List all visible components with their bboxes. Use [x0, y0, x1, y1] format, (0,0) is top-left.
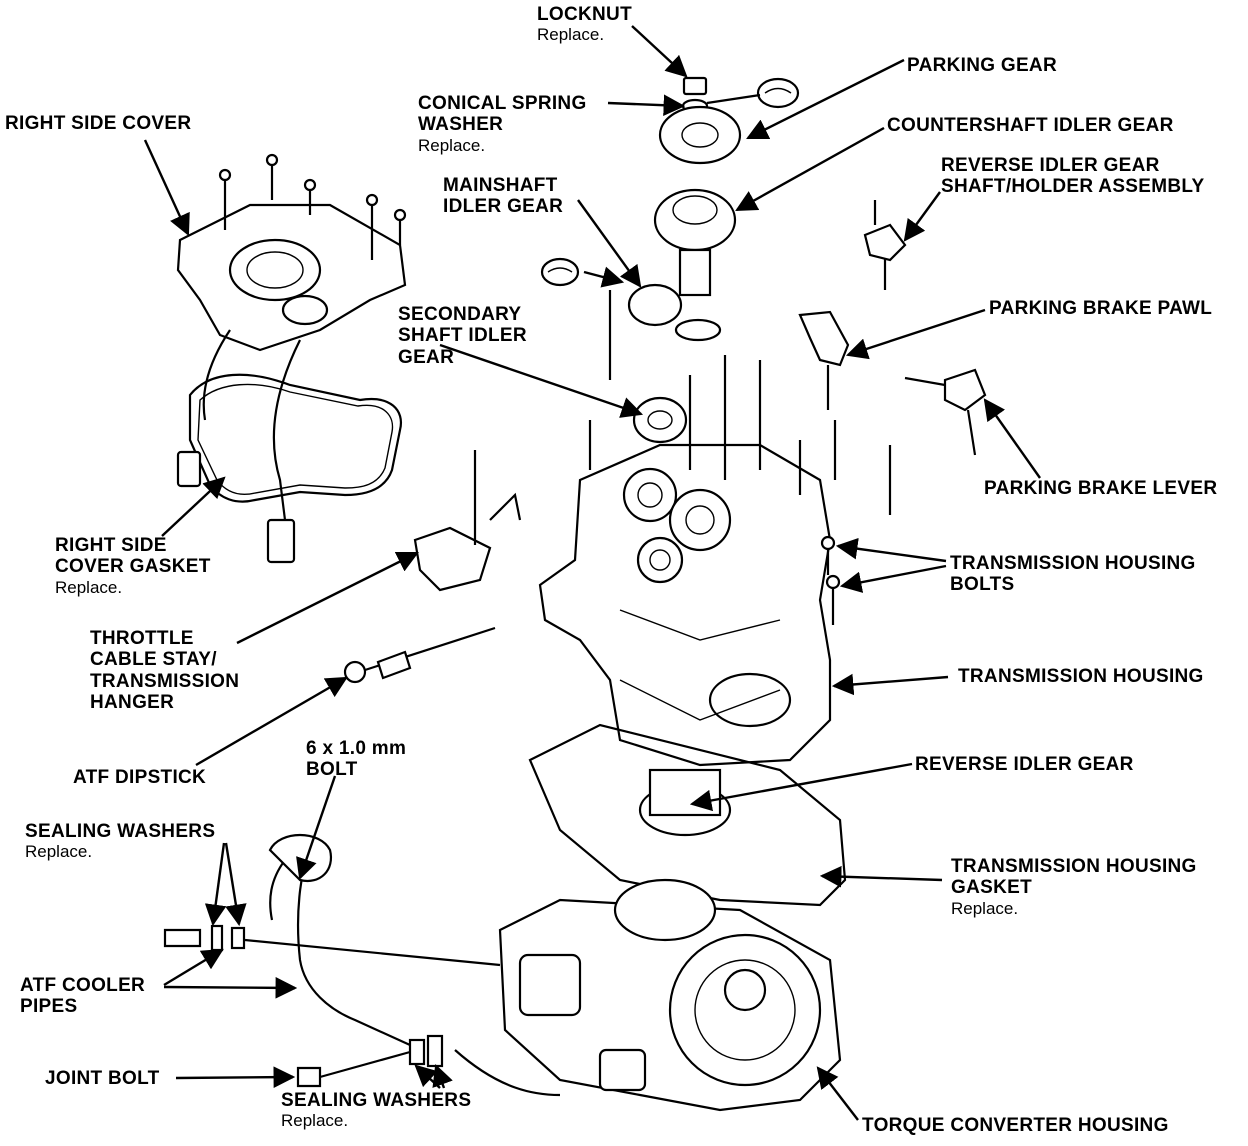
- mainshaft-idler-gear-title: MAINSHAFT: [443, 175, 558, 196]
- throttle-cable-stay-title: THROTTLE: [90, 628, 194, 649]
- conical-spring-washer-title-2: WASHER: [418, 114, 504, 136]
- label-parking-brake-lever: PARKING BRAKE LEVER: [984, 478, 1217, 499]
- throttle-cable-stay: [413, 450, 522, 592]
- label-right-side-cover-gasket: RIGHT SIDE COVER GASKET Replace.: [55, 535, 211, 597]
- transmission-housing-title: TRANSMISSION HOUSING: [958, 666, 1204, 687]
- transmission-housing: [538, 443, 832, 767]
- reverse-idler-gear-shaft-holder: [863, 200, 907, 290]
- right-side-cover: [176, 153, 407, 564]
- conical-spring-washer-note: Replace.: [418, 135, 486, 155]
- throttle-cable-stay-title-4: HANGER: [90, 691, 175, 713]
- mainshaft-idler-gear: [540, 257, 722, 342]
- joint-bolt: [296, 1050, 411, 1088]
- label-joint-bolt: JOINT BOLT: [45, 1068, 160, 1089]
- label-locknut: LOCKNUT Replace.: [537, 4, 632, 44]
- sealing-washers-bottom-title: SEALING WASHERS: [281, 1090, 472, 1111]
- parking-gear-title: PARKING GEAR: [907, 55, 1057, 76]
- atf-dipstick-title: ATF DIPSTICK: [73, 767, 207, 788]
- label-countershaft-idler-gear: COUNTERSHAFT IDLER GEAR: [887, 115, 1174, 136]
- secondary-shaft-idler-gear-title-3: GEAR: [398, 346, 455, 368]
- throttle-cable-stay-title-3: TRANSMISSION: [90, 670, 240, 692]
- locknut-note: Replace.: [537, 25, 605, 45]
- label-right-side-cover: RIGHT SIDE COVER: [5, 113, 191, 134]
- transmission-housing-gasket-title: TRANSMISSION HOUSING: [951, 856, 1197, 877]
- reverse-idler-gear-shaft-title: REVERSE IDLER GEAR: [941, 155, 1160, 176]
- mainshaft-idler-gear-title-2: IDLER GEAR: [443, 196, 564, 218]
- conical-spring-washer-title: CONICAL SPRING: [418, 93, 587, 114]
- parking-brake-pawl: [798, 310, 850, 480]
- secondary-shaft-idler-gear-title-2: SHAFT IDLER: [398, 325, 527, 347]
- parking-brake-lever: [888, 368, 987, 515]
- label-sealing-washers-bottom: SEALING WASHERS Replace.: [281, 1090, 471, 1130]
- joint-bolt-title: JOINT BOLT: [45, 1068, 160, 1089]
- right-side-cover-gasket-note: Replace.: [55, 577, 123, 597]
- transmission-housing-bolts: [820, 535, 841, 625]
- label-atf-dipstick: ATF DIPSTICK: [73, 767, 206, 788]
- locknut-title: LOCKNUT: [537, 4, 632, 25]
- right-side-cover-title: RIGHT SIDE COVER: [5, 113, 192, 134]
- label-secondary-shaft-idler-gear: SECONDARY SHAFT IDLER GEAR: [398, 304, 527, 368]
- label-conical-spring-washer: CONICAL SPRING WASHER Replace.: [418, 93, 587, 155]
- label-parking-brake-pawl: PARKING BRAKE PAWL: [989, 298, 1212, 319]
- parking-gear: [658, 105, 742, 165]
- transmission-housing-gasket: [528, 723, 847, 907]
- label-transmission-housing-bolts: TRANSMISSION HOUSING BOLTS: [950, 553, 1196, 596]
- label-mainshaft-idler-gear: MAINSHAFT IDLER GEAR: [443, 175, 563, 218]
- atf-dipstick: [343, 626, 496, 684]
- atf-cooler-pipes-title: ATF COOLER: [20, 975, 146, 996]
- transmission-housing-bolts-title: TRANSMISSION HOUSING: [950, 553, 1196, 574]
- countershaft-idler-gear-title: COUNTERSHAFT IDLER GEAR: [887, 115, 1174, 136]
- housing-bolts-vertical: [588, 290, 802, 495]
- parking-brake-pawl-title: PARKING BRAKE PAWL: [989, 298, 1213, 319]
- right-side-cover-gasket-title: RIGHT SIDE: [55, 535, 167, 556]
- sealing-washers-bottom-note: Replace.: [281, 1111, 349, 1131]
- right-side-cover-gasket: [188, 373, 403, 503]
- bolt-6x1-title: 6 x 1.0 mm: [306, 738, 407, 759]
- label-reverse-idler-gear: REVERSE IDLER GEAR: [915, 754, 1134, 775]
- reverse-idler-gear-title: REVERSE IDLER GEAR: [915, 754, 1134, 775]
- torque-converter-housing-title: TORQUE CONVERTER HOUSING: [862, 1115, 1169, 1136]
- transmission-housing-gasket-title-2: GASKET: [951, 877, 1032, 899]
- right-side-cover-gasket-title-2: COVER GASKET: [55, 556, 211, 578]
- label-torque-converter-housing: TORQUE CONVERTER HOUSING: [862, 1115, 1169, 1136]
- secondary-shaft-idler-gear: [632, 396, 688, 444]
- leader-lines: [143, 25, 1041, 1121]
- reverse-idler-gear: [613, 768, 732, 942]
- throttle-cable-stay-title-2: CABLE STAY/: [90, 649, 217, 671]
- label-transmission-housing-gasket: TRANSMISSION HOUSING GASKET Replace.: [951, 856, 1197, 918]
- label-bolt-6x1: 6 x 1.0 mm BOLT: [306, 738, 406, 781]
- locknut: [682, 76, 708, 96]
- parking-brake-lever-title: PARKING BRAKE LEVER: [984, 478, 1218, 499]
- label-parking-gear: PARKING GEAR: [907, 55, 1057, 76]
- bolt-6x1-title-2: BOLT: [306, 759, 358, 781]
- countershaft-idler-gear: [653, 188, 737, 297]
- label-transmission-housing: TRANSMISSION HOUSING: [958, 666, 1204, 687]
- label-throttle-cable-stay: THROTTLE CABLE STAY/ TRANSMISSION HANGER: [90, 628, 239, 713]
- transmission-housing-bolts-title-2: BOLTS: [950, 574, 1015, 596]
- label-reverse-idler-gear-shaft: REVERSE IDLER GEAR SHAFT/HOLDER ASSEMBLY: [941, 155, 1205, 198]
- sealing-washers: [163, 924, 444, 1068]
- secondary-shaft-idler-gear-title: SECONDARY: [398, 304, 522, 325]
- label-atf-cooler-pipes: ATF COOLER PIPES: [20, 975, 145, 1018]
- reverse-idler-gear-shaft-title-2: SHAFT/HOLDER ASSEMBLY: [941, 176, 1205, 198]
- sealing-washers-top-title: SEALING WASHERS: [25, 821, 216, 842]
- sealing-washers-top-note: Replace.: [25, 842, 93, 862]
- atf-cooler-pipes-title-2: PIPES: [20, 996, 78, 1018]
- label-sealing-washers-top: SEALING WASHERS Replace.: [25, 821, 215, 861]
- transmission-housing-gasket-note: Replace.: [951, 898, 1019, 918]
